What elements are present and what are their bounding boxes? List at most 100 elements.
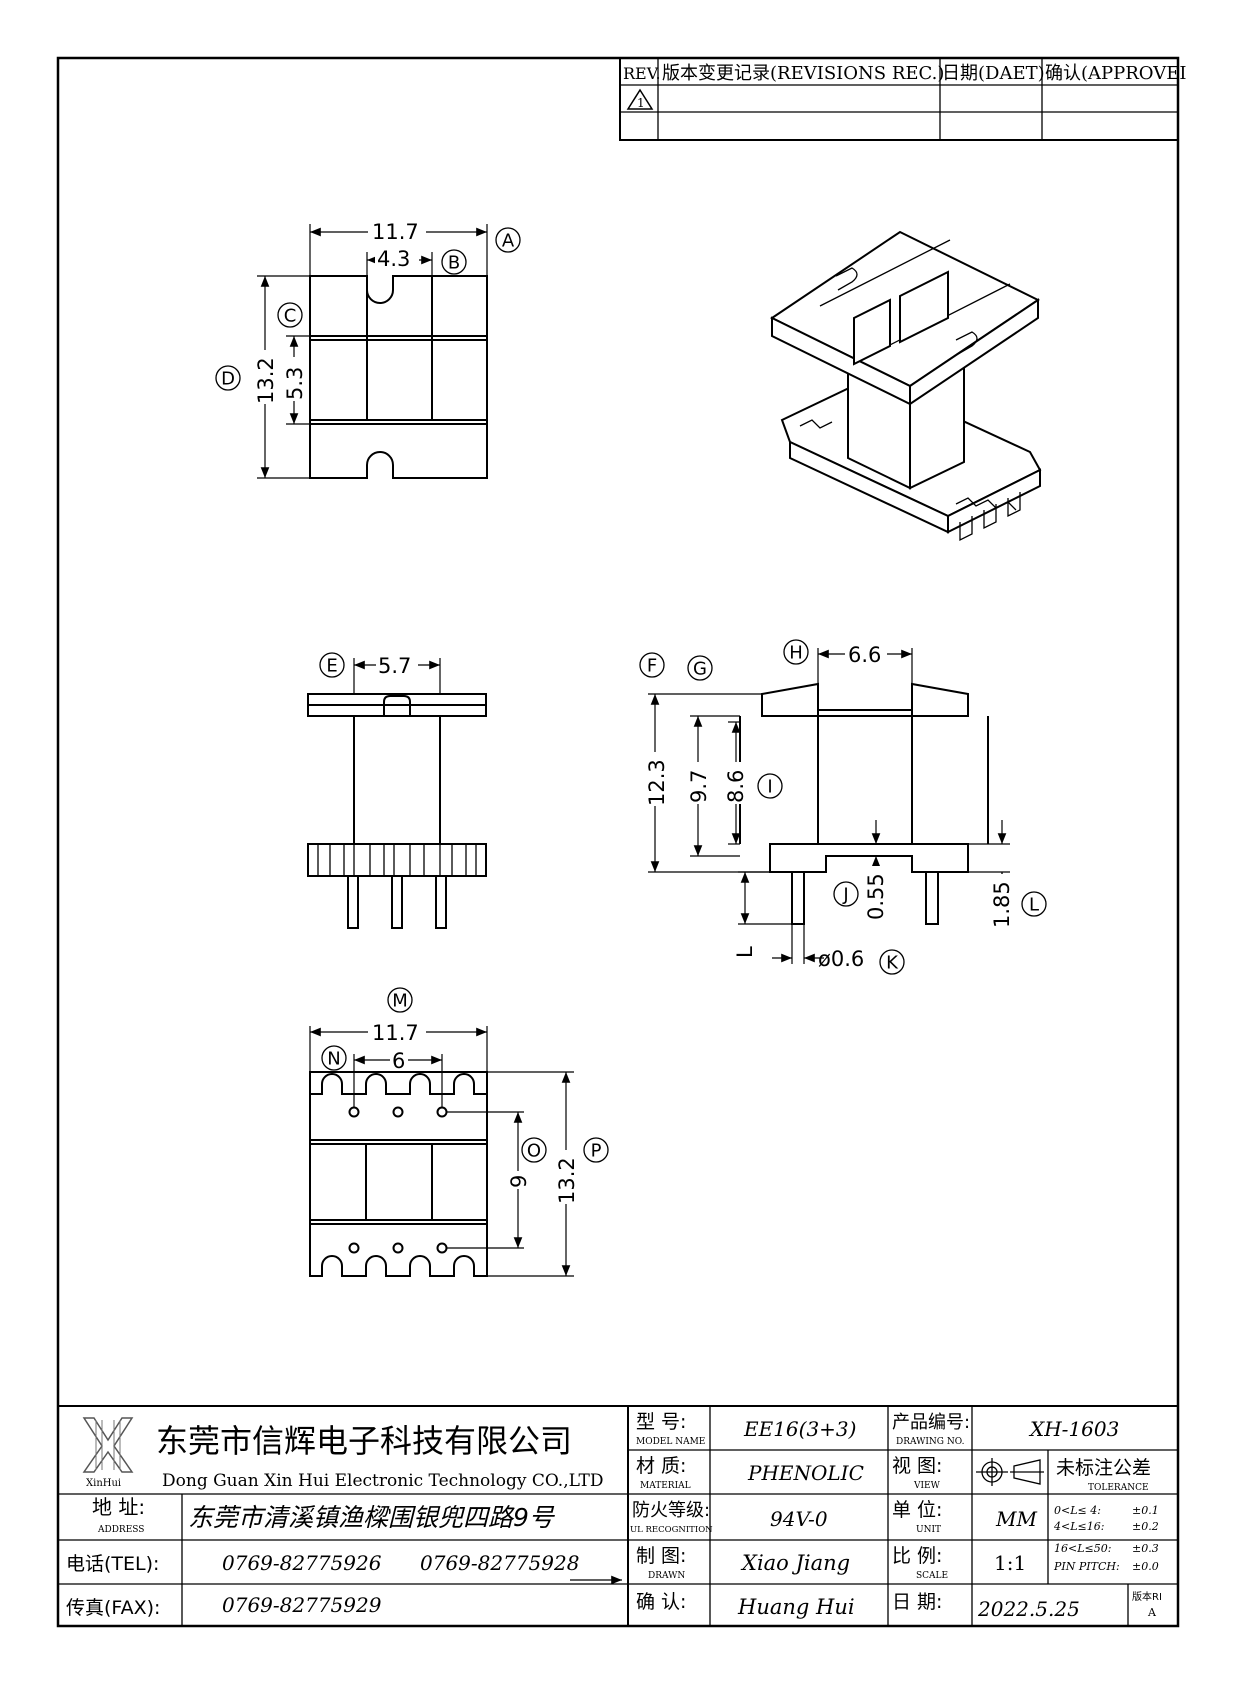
dim-side-pin-length: 1.85 (990, 881, 1014, 928)
ul-value: 94V-0 (770, 1507, 828, 1531)
date-value: 2022.5.25 (977, 1597, 1080, 1621)
revision-table: REV. 版本变更记录(REVISIONS REC.) 日期(DAET) 确认(… (619, 57, 1187, 141)
drawing-no-label: 产品编号: (892, 1412, 970, 1433)
dim-top-height: 13.2 (254, 357, 278, 404)
tel-value-2: 0769-82775928 (420, 1551, 579, 1575)
dim-side-height-total: 12.3 (645, 759, 669, 806)
top-view: 11.7 4.3 13.2 5.3 (254, 220, 488, 479)
model-value: EE16(3+3) (743, 1417, 856, 1441)
dim-bottom-width: 11.7 (372, 1021, 419, 1045)
svg-text:G: G (693, 659, 707, 680)
unit-label-en: UNIT (916, 1525, 941, 1535)
scale-label-en: SCALE (916, 1571, 948, 1581)
svg-text:1: 1 (637, 96, 645, 110)
svg-text:P: P (591, 1141, 602, 1162)
dim-top-window: 5.3 (283, 367, 307, 400)
date-label: 日 期: (892, 1591, 942, 1613)
callout-G: G (687, 655, 713, 681)
rev-header: REV. (623, 64, 661, 83)
model-label: 型 号: (636, 1411, 686, 1433)
drawn-label: 制 图: (636, 1545, 686, 1567)
tol-value-3: ±0.0 (1132, 1560, 1159, 1573)
callout-O: O (521, 1137, 547, 1163)
callout-F: F (639, 652, 665, 678)
ul-label-en: UL RECOGNITION (630, 1525, 713, 1535)
tel-value-1: 0769-82775926 (222, 1551, 382, 1575)
tol-range-2: 16<L≤50: (1054, 1542, 1111, 1555)
bottom-view: 11.7 6 9 13.2 (309, 1021, 579, 1277)
svg-text:J: J (842, 885, 848, 906)
material-label-en: MATERIAL (640, 1481, 691, 1491)
model-label-en: MODEL NAME (636, 1437, 705, 1447)
callout-D: D (215, 365, 241, 391)
company-logo: XinHui (82, 1417, 134, 1489)
sheet-border (56, 56, 1180, 1628)
svg-text:A: A (502, 231, 515, 252)
revision-triangle-icon: 1 (626, 88, 654, 110)
fax-value: 0769-82775929 (222, 1593, 382, 1617)
date-header: 日期(DAET) (942, 63, 1045, 84)
svg-text:K: K (886, 953, 899, 974)
svg-text:D: D (221, 369, 235, 390)
dim-side-top-width: 6.6 (848, 643, 881, 667)
tel-label: 电话(TEL): (66, 1553, 159, 1575)
tol-value-2: ±0.3 (1132, 1542, 1159, 1555)
material-value: PHENOLIC (747, 1461, 864, 1485)
tol-value-1: ±0.2 (1132, 1520, 1159, 1533)
svg-text:E: E (326, 656, 337, 677)
ul-label: 防火等级: (632, 1500, 710, 1521)
view-label-en: VIEW (913, 1481, 941, 1491)
scale-label: 比 例: (892, 1545, 942, 1567)
dim-pin-length-label: L (733, 946, 757, 958)
callout-E: E (319, 652, 345, 678)
isometric-view (770, 230, 1042, 542)
dim-top-slot: 4.3 (377, 247, 410, 271)
tol-range-0: 0<L≤ 4: (1054, 1504, 1101, 1517)
check-value: Huang Hui (737, 1595, 855, 1619)
callout-C: C (277, 302, 303, 328)
callout-B: B (441, 249, 467, 275)
unit-value: MM (995, 1507, 1037, 1531)
company-name-cn: 东莞市信辉电子科技有限公司 (156, 1422, 572, 1460)
front-view: 5.7 (307, 654, 487, 929)
callout-L: L (1021, 891, 1047, 917)
title-block: XinHui 东莞市信辉电子科技有限公司 Dong Guan Xin Hui E… (58, 1405, 1178, 1626)
side-view: 6.6 12.3 9.7 8.6 0.55 1.85 L (644, 643, 1014, 971)
tolerance-title: 未标注公差 (1056, 1457, 1151, 1479)
drawn-value: Xiao Jiang (740, 1551, 850, 1575)
version-value: A (1147, 1606, 1157, 1619)
callout-A: A (495, 227, 521, 253)
fax-label: 传真(FAX): (66, 1597, 160, 1619)
dim-side-height-flange: 9.7 (687, 770, 711, 803)
tolerance-title-en: TOLERANCE (1088, 1483, 1149, 1493)
svg-text:L: L (1029, 895, 1039, 916)
address-value: 东莞市清溪镇渔樑围银兜四路9号 (188, 1503, 556, 1532)
address-label-en: ADDRESS (97, 1525, 144, 1535)
material-label: 材 质: (636, 1455, 686, 1477)
callout-M: M (387, 987, 413, 1013)
svg-text:M: M (392, 991, 408, 1012)
dim-bottom-pin-span: 9 (507, 1175, 531, 1188)
dim-side-offset: 0.55 (864, 873, 888, 920)
view-label: 视 图: (892, 1455, 942, 1477)
svg-text:B: B (448, 253, 460, 274)
approve-header: 确认(APPROVEI (1045, 63, 1187, 84)
dim-bottom-height: 13.2 (555, 1157, 579, 1204)
svg-text:XinHui: XinHui (86, 1478, 121, 1489)
svg-text:N: N (327, 1049, 340, 1070)
dim-side-height-window: 8.6 (724, 770, 748, 803)
svg-text:I: I (767, 777, 772, 798)
dim-bottom-pin-pitch: 6 (392, 1049, 405, 1073)
callout-J: J (833, 881, 859, 907)
company-name-en: Dong Guan Xin Hui Electronic Technology … (162, 1471, 603, 1491)
callout-K: K (879, 949, 905, 975)
address-label: 地 址: (92, 1495, 145, 1519)
tol-value-0: ±0.1 (1132, 1504, 1159, 1517)
drawing-no-label-en: DRAWING NO. (896, 1437, 965, 1447)
callout-I: I (757, 773, 783, 799)
svg-text:H: H (789, 643, 803, 664)
tol-range-3: PIN PITCH: (1053, 1560, 1120, 1573)
projection-symbol-icon (976, 1458, 1044, 1486)
version-label: 版本RI (1132, 1590, 1162, 1603)
